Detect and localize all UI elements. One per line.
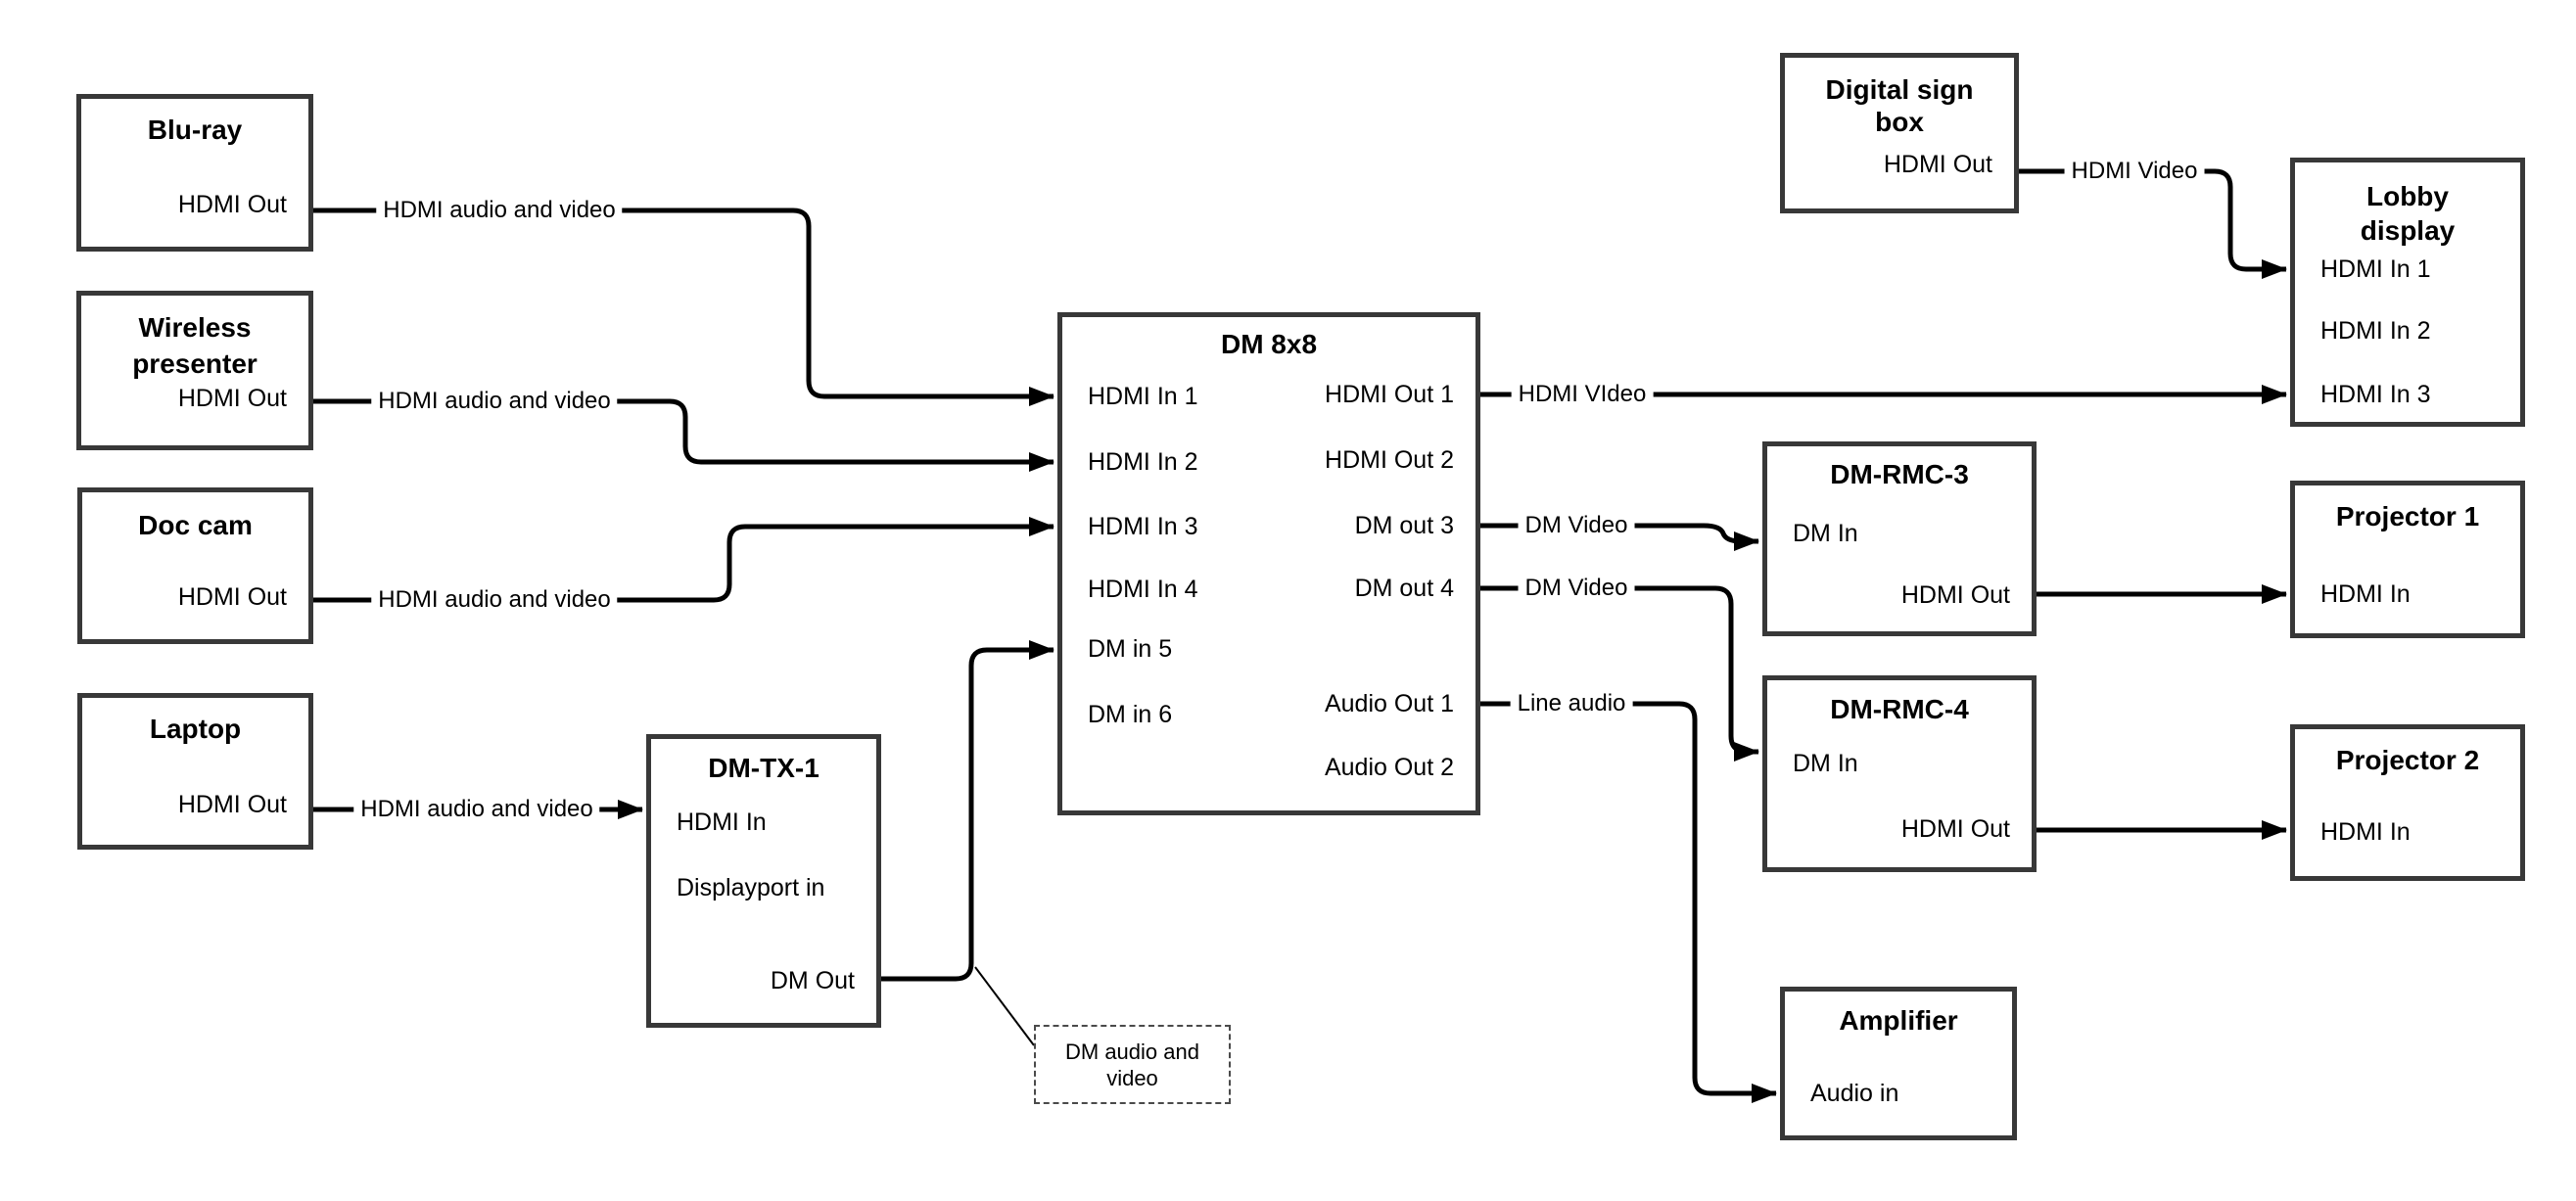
wire-label-line-audio: Line audio [1510, 690, 1633, 717]
node-bluray: Blu-ray HDMI Out [76, 94, 313, 252]
port-dm8x8-hdmi-out-1: HDMI Out 1 [1325, 381, 1454, 408]
connector-digitalsign-to-lobby-hdmi-in1 [2019, 168, 2287, 279]
callout-line-2: video [1106, 1065, 1158, 1090]
wire-label-dm-out4: DM Video [1518, 575, 1635, 602]
wire-label-dm-out3: DM Video [1518, 512, 1635, 539]
node-dm-8x8: DM 8x8 HDMI In 1 HDMI In 2 HDMI In 3 HDM… [1057, 312, 1480, 815]
port-dm8x8-dm-out-4: DM out 4 [1354, 575, 1454, 602]
port-dm8x8-hdmi-in-4: HDMI In 4 [1088, 576, 1198, 603]
wire-label-wireless: HDMI audio and video [371, 388, 618, 415]
node-dm-rmc-3-title: DM-RMC-3 [1830, 459, 1969, 489]
port-rmc4-hdmi-out: HDMI Out [1900, 815, 2010, 843]
port-dm8x8-dm-out-3: DM out 3 [1354, 512, 1454, 539]
port-dmtx1-displayport-in: Displayport in [677, 874, 825, 901]
port-wireless-hdmi-out: HDMI Out [177, 385, 287, 412]
port-dm8x8-dm-in-5: DM in 5 [1088, 635, 1173, 663]
connector-dm8x8-dm-out4-to-rmc4-dm-in [1480, 585, 1759, 762]
port-bluray-hdmi-out: HDMI Out [177, 191, 287, 218]
port-lobby-hdmi-in-2: HDMI In 2 [2320, 317, 2431, 345]
port-proj1-hdmi-in: HDMI In [2320, 580, 2411, 608]
port-dm8x8-hdmi-in-1: HDMI In 1 [1088, 383, 1198, 410]
node-dm-tx-1: DM-TX-1 HDMI In Displayport in DM Out [646, 734, 881, 1028]
callout-leader-line [974, 966, 1035, 1046]
port-amplifier-audio-in: Audio in [1810, 1080, 1899, 1107]
wire-label-digitalsign: HDMI Video [2064, 158, 2205, 185]
node-amplifier-title: Amplifier [1839, 1005, 1958, 1036]
node-projector-2-title: Projector 2 [2335, 745, 2480, 775]
node-dm-rmc-4: DM-RMC-4 DM In HDMI Out [1762, 675, 2037, 872]
callout-dm-audio-video: DM audio and video [1034, 1025, 1231, 1104]
port-laptop-hdmi-out: HDMI Out [177, 791, 287, 818]
port-dm8x8-hdmi-in-2: HDMI In 2 [1088, 448, 1198, 476]
connector-dm8x8-dm-out3-to-rmc3-dm-in [1480, 523, 1759, 551]
connector-bluray-to-dm8x8-hdmi-in1 [313, 208, 1054, 406]
port-dm8x8-audio-out-1: Audio Out 1 [1324, 690, 1454, 717]
node-projector-2: Projector 2 HDMI In [2290, 724, 2525, 881]
port-rmc4-dm-in: DM In [1793, 750, 1858, 777]
port-lobby-hdmi-in-3: HDMI In 3 [2320, 381, 2431, 408]
port-dmtx1-hdmi-in: HDMI In [677, 808, 767, 836]
port-dm8x8-audio-out-2: Audio Out 2 [1324, 754, 1454, 781]
connector-wireless-to-dm8x8-hdmi-in2 [313, 398, 1054, 472]
node-bluray-title: Blu-ray [147, 115, 243, 145]
port-lobby-hdmi-in-1: HDMI In 1 [2320, 255, 2431, 283]
port-dmtx1-dm-out: DM Out [770, 967, 855, 994]
connector-dm8x8-audio-out1-to-amplifier [1480, 701, 1777, 1103]
port-dm8x8-dm-in-6: DM in 6 [1088, 701, 1173, 728]
node-dm-rmc-4-title: DM-RMC-4 [1830, 694, 1969, 724]
port-proj2-hdmi-in: HDMI In [2320, 818, 2411, 846]
connector-dmtx1-dmout-to-dm8x8-dm-in5 [881, 640, 1054, 982]
wire-label-laptop: HDMI audio and video [353, 796, 600, 823]
port-rmc3-hdmi-out: HDMI Out [1900, 581, 2010, 609]
node-amplifier: Amplifier Audio in [1780, 987, 2017, 1140]
node-doc-cam-title: Doc cam [138, 510, 253, 540]
port-doccam-hdmi-out: HDMI Out [177, 583, 287, 611]
node-projector-1: Projector 1 HDMI In [2290, 481, 2525, 638]
port-rmc3-dm-in: DM In [1793, 520, 1858, 547]
wire-label-doccam: HDMI audio and video [371, 586, 618, 614]
node-laptop-title: Laptop [149, 714, 242, 744]
callout-line-1: DM audio and [1065, 1039, 1199, 1064]
node-dm-rmc-3: DM-RMC-3 DM In HDMI Out [1762, 441, 2037, 636]
node-laptop: Laptop HDMI Out [77, 693, 313, 850]
node-doc-cam: Doc cam HDMI Out [77, 487, 313, 644]
port-dm8x8-hdmi-out-2: HDMI Out 2 [1325, 446, 1454, 474]
wire-label-bluray: HDMI audio and video [376, 197, 623, 224]
wire-label-hdmi-out1: HDMI VIdeo [1511, 381, 1654, 408]
node-projector-1-title: Projector 1 [2335, 501, 2480, 531]
port-digitalsign-hdmi-out: HDMI Out [1883, 151, 1992, 178]
port-dm8x8-hdmi-in-3: HDMI In 3 [1088, 513, 1198, 540]
node-dm-8x8-title: DM 8x8 [1220, 329, 1318, 359]
connector-doccam-to-dm8x8-hdmi-in3 [313, 517, 1054, 603]
node-dm-tx-1-title: DM-TX-1 [708, 753, 820, 783]
